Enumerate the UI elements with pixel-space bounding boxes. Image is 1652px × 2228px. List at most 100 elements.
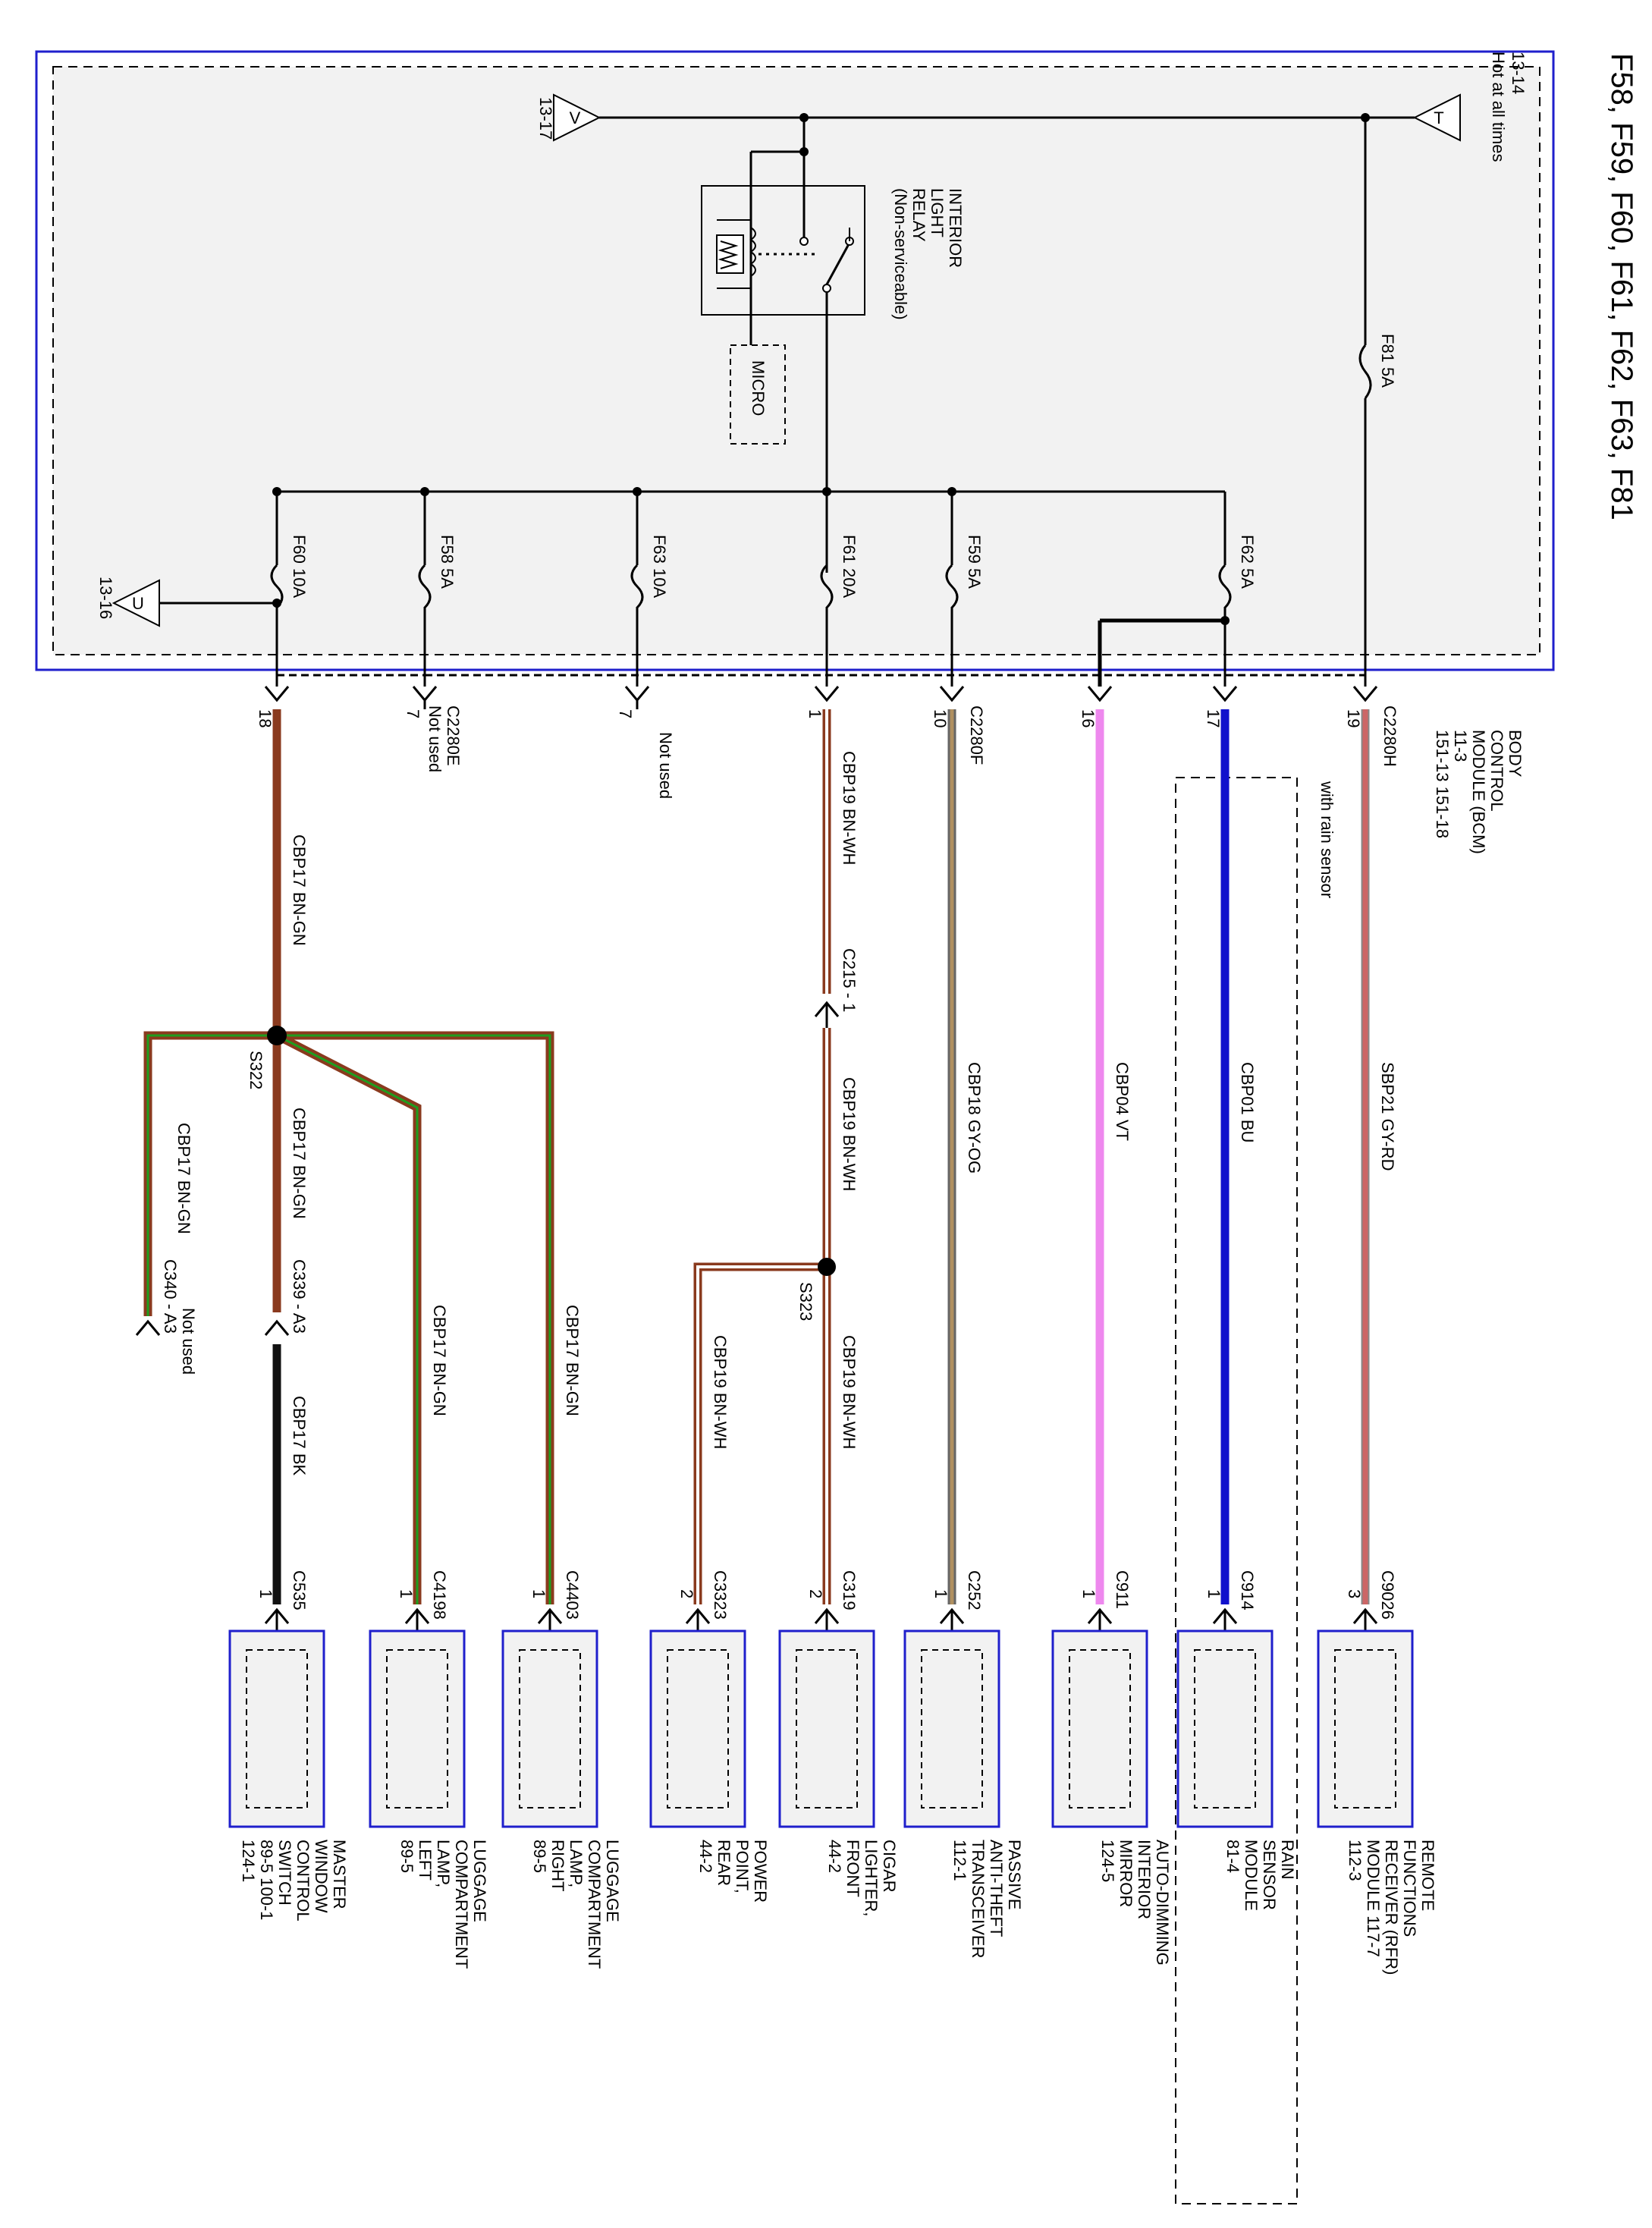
component-connector: C914 [1238,1570,1257,1611]
fuse-label-f58: F58 5A [438,535,457,589]
fuse-label-f60: F60 10A [290,535,309,598]
not-used-3: Not used [179,1308,198,1375]
bcm-label-refs: 151-13 151-18 [1433,730,1452,838]
hot-at-all-times-label: Hot at all times [1489,52,1508,162]
page-title-group: F58, F59, F60, F61, F62, F63, F81 [1605,53,1638,520]
triangle-t-icon: T [1412,93,1461,142]
component-name-line: CIGAR [880,1840,899,1893]
relay-label-3: RELAY [909,188,928,242]
s322-group: S322 [247,1051,265,1089]
s323-label: S323 [796,1282,815,1321]
component-connector-group: C914 [1238,1570,1257,1611]
bcm-label-group: BODY CONTROL MODULE (BCM) 11-3 151-13 15… [1433,730,1525,854]
not-used-2: Not used [656,732,675,799]
component-connector-group: C535 [290,1570,309,1611]
component-internal [246,1649,308,1808]
component-box [501,1629,598,1828]
c340-group: C340 - A3 Not used [161,1259,198,1375]
circuit-cbp19-b-group: CBP19 BN-WH [840,1077,859,1191]
component-name-line: POWER [751,1840,770,1903]
component-name-line: FRONT [843,1840,862,1897]
component-name-line: LUGGAGE [470,1840,489,1922]
bcm-label-4: 11-3 [1451,730,1470,762]
fuse-label-f58-group: F58 5A [438,535,457,589]
s323-group: S323 [796,1282,815,1321]
circuit-cbp19-b: CBP19 BN-WH [840,1077,859,1191]
component-name-line: 112-3 [1346,1840,1365,1881]
component-internal [1334,1649,1396,1808]
page-title: F58, F59, F60, F61, F62, F63, F81 [1605,53,1638,520]
component-box [903,1629,1000,1828]
component-name-line: 124-1 [239,1840,258,1882]
bcm-pin-numbers: 18 7 7 1 10 16 17 19 [256,709,1363,727]
component-internal [921,1649,983,1808]
circuit-cbp04: CBP04 VT [1113,1062,1132,1141]
micro-label: MICRO [749,360,768,416]
component-connector: C4403 [563,1570,582,1620]
component-name-line: SENSOR [1260,1840,1279,1910]
component-name-line: REAR [715,1840,733,1886]
component-box [778,1629,875,1828]
component-internal [519,1649,581,1808]
circuit-cbp18: CBP18 GY-OG [965,1062,984,1174]
circuit-sbp21: SBP21 GY-RD [1378,1062,1397,1171]
circuit-cbp17-c-group: CBP17 BN-GN [174,1123,193,1234]
bcm-internal-area [52,66,1541,655]
wire-cbp17 [135,709,554,1604]
component-pin: 3 [1345,1589,1364,1598]
component-name-line: WINDOW [312,1840,331,1913]
component-name-line: MASTER [330,1840,349,1909]
component-name-line: FUNCTIONS [1400,1840,1419,1937]
component-internal [796,1649,858,1808]
rain-sensor-note-group: with rain sensor [1318,781,1336,898]
component-internal [1194,1649,1256,1808]
fuse-label-f61-group: F61 20A [840,535,859,598]
relay-label-group: INTERIOR LIGHT RELAY (Non-serviceable) [891,188,965,320]
svg-text:U: U [132,594,144,613]
component-connector: C319 [840,1570,859,1611]
component-name-line: TRANSCEIVER [969,1840,988,1958]
component-connector: C4198 [430,1570,449,1620]
component-name-line: AUTO-DIMMING [1153,1840,1172,1966]
circuit-cbp01-group: CBP01 BU [1238,1062,1257,1142]
component-connector-group: C3323 [711,1570,730,1620]
component-pin-group: 3 [1345,1589,1364,1598]
component-name-line: SWITCH [275,1840,294,1906]
component-internal [386,1649,448,1808]
c339-group: C339 - A3 [290,1259,309,1334]
component-name-line: ANTI-THEFT [987,1840,1006,1937]
component-pin: 1 [256,1589,275,1598]
component-name-line: 44-2 [825,1840,844,1873]
relay-label-1: INTERIOR [946,188,965,268]
component-name-line: 89-5 [530,1840,549,1873]
fuse-label-f61: F61 20A [840,535,859,598]
fuse-symbols [270,344,1372,609]
component-pin: 2 [677,1589,696,1598]
circuit-cbp18-group: CBP18 GY-OG [965,1062,984,1174]
component-internal [667,1649,729,1808]
fuse-label-f81: F81 5A [1378,334,1397,388]
component-name-line: CONTROL [294,1840,312,1922]
svg-text:V: V [570,108,581,127]
component-box [649,1629,746,1828]
component-name-line: 112-1 [950,1840,969,1881]
component-connector: C9026 [1378,1570,1397,1620]
component-name-line: MODULE [1242,1840,1261,1911]
component-pin-group: 1 [1079,1589,1098,1598]
component-name-line: RAIN [1278,1840,1297,1880]
relay-label-2: LIGHT [928,188,947,237]
component-name-line: COMPARTMENT [585,1840,604,1969]
c2280f-label: C2280F [967,705,986,765]
c2280e-label: C2280E [444,705,463,766]
c340-label: C340 - A3 [161,1259,180,1334]
component-box [228,1629,325,1828]
bcm-label-1: BODY [1506,730,1525,778]
component-internal [1069,1649,1131,1808]
circuit-cbp19-d: CBP19 BN-WH [711,1335,730,1449]
